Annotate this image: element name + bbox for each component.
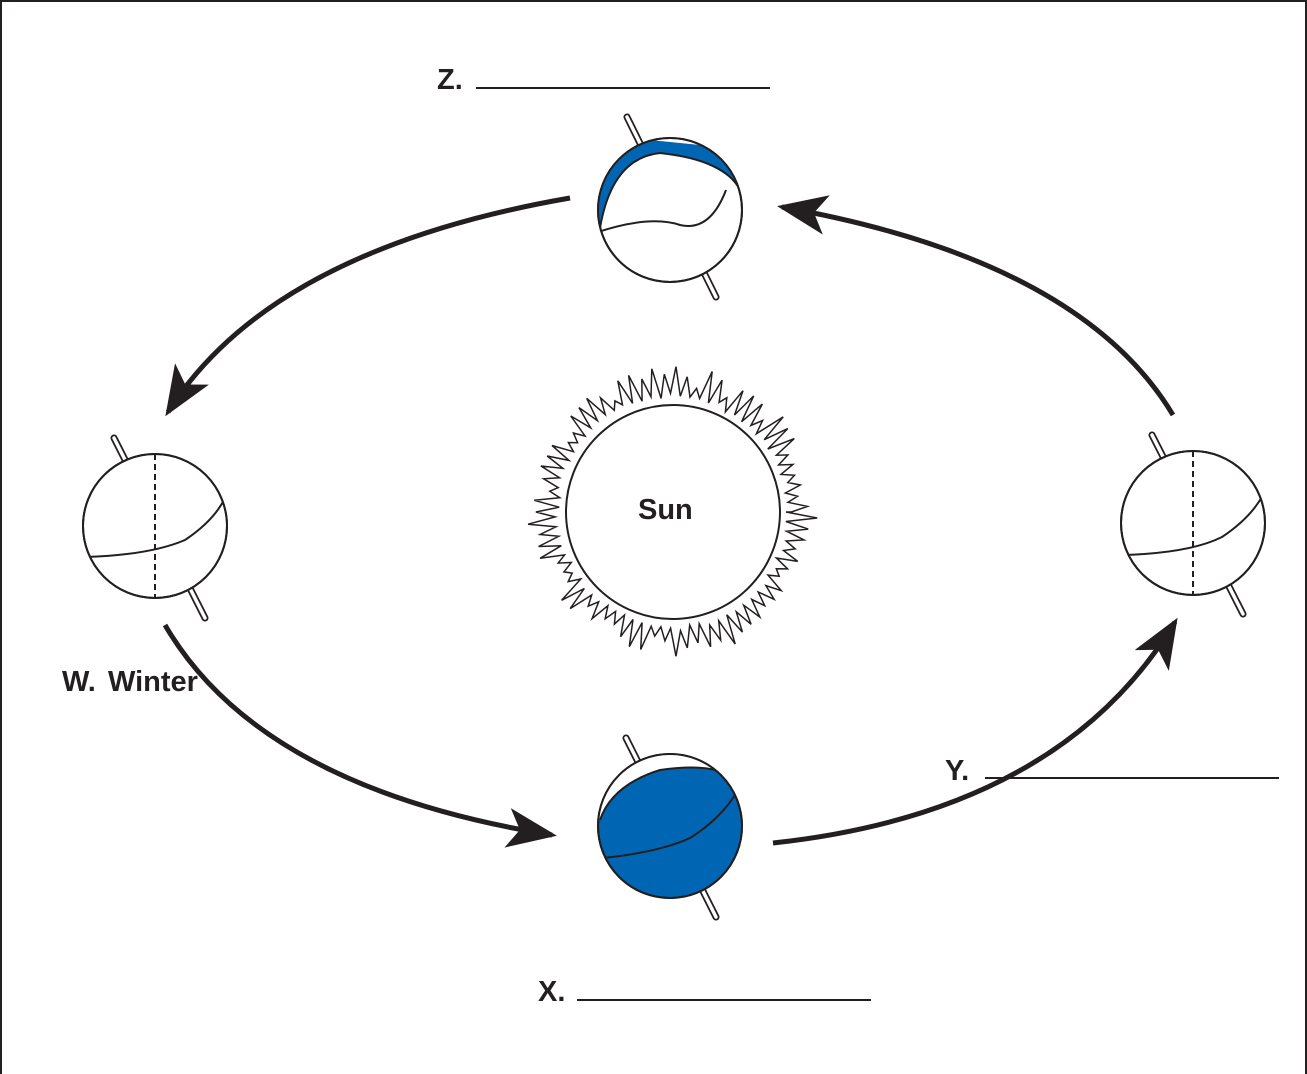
sun-corona (527, 366, 818, 657)
sun-label: Sun (638, 494, 693, 526)
orbit-arrow-z-to-w (165, 195, 571, 417)
sun-disc (565, 404, 781, 620)
earth-position-y (1120, 431, 1266, 618)
y-answer-blank[interactable] (985, 777, 1279, 779)
orbit-arrow-y-to-z (777, 195, 1176, 417)
w-answer: Winter (108, 666, 198, 698)
x-letter: X. (538, 976, 566, 1008)
y-letter: Y. (945, 755, 970, 787)
x-answer-blank[interactable] (577, 999, 871, 1001)
sun (527, 366, 818, 657)
earth-position-z (597, 113, 743, 301)
z-answer-blank[interactable] (476, 87, 770, 89)
orbit-arrow-x-to-y (772, 617, 1178, 846)
w-letter: W. (62, 666, 96, 698)
earth-position-x (597, 734, 743, 921)
orbit-arrow-w-to-x (162, 623, 557, 848)
earth-position-w (82, 434, 228, 622)
z-letter: Z. (437, 64, 463, 96)
